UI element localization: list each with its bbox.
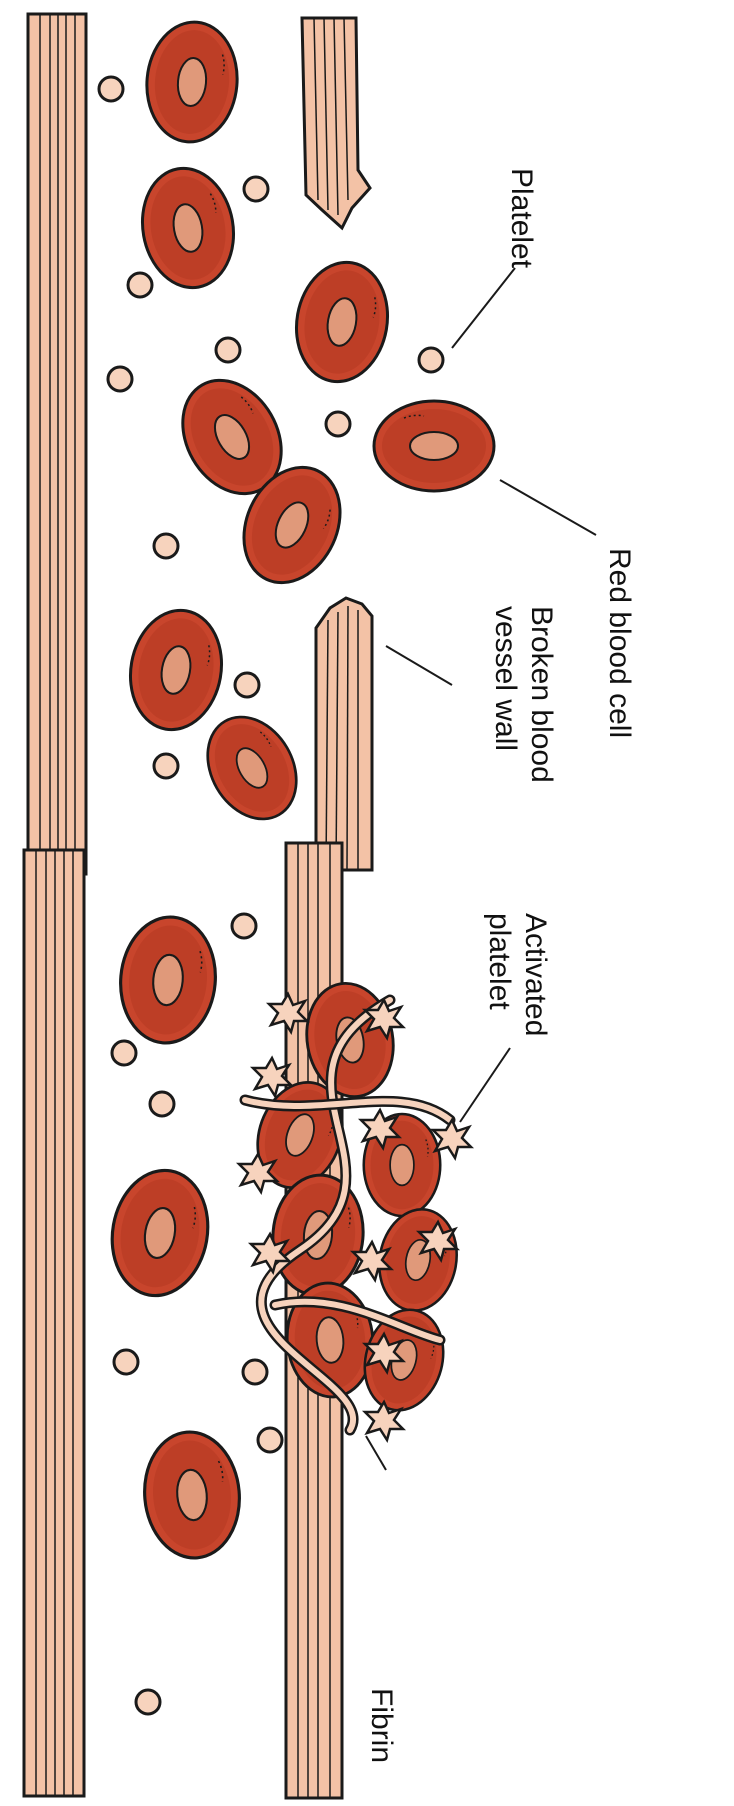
bottom-panel: Activated platelet Fibrin xyxy=(24,843,552,1798)
blood-clot xyxy=(239,976,471,1440)
red-blood-cell xyxy=(374,401,494,491)
leader-line-platelet xyxy=(452,268,515,348)
clot-red-blood-cell xyxy=(371,1203,464,1317)
label-platelet: Platelet xyxy=(505,168,538,269)
platelet xyxy=(150,1092,174,1116)
platelet xyxy=(154,534,178,558)
platelet xyxy=(112,1041,136,1065)
label-broken-wall-line1: Broken blood xyxy=(525,606,558,783)
label-fibrin: Fibrin xyxy=(365,1688,398,1763)
red-blood-cell xyxy=(121,603,230,737)
platelet xyxy=(136,1690,160,1714)
red-blood-cell xyxy=(133,161,242,295)
platelet xyxy=(154,754,178,778)
red-blood-cell xyxy=(287,255,396,389)
platelet xyxy=(99,77,123,101)
label-red-blood-cell: Red blood cell xyxy=(603,548,636,738)
platelet xyxy=(243,1360,267,1384)
leader-line-activated-platelet xyxy=(460,1048,510,1122)
vessel-wall-left-top xyxy=(28,14,86,874)
platelet xyxy=(235,673,259,697)
platelet xyxy=(114,1350,138,1374)
platelet xyxy=(419,348,443,372)
red-blood-cell xyxy=(139,1428,244,1562)
leader-line-fibrin xyxy=(366,1436,386,1470)
leader-line-broken-wall xyxy=(386,646,452,685)
vessel-wall-fragment-upper xyxy=(302,18,370,228)
platelet xyxy=(108,367,132,391)
red-blood-cell xyxy=(142,18,242,145)
platelet xyxy=(216,338,240,362)
platelet xyxy=(128,273,152,297)
red-blood-cell xyxy=(190,701,314,835)
vessel-wall-left-bottom xyxy=(24,850,84,1796)
label-activated-platelet-line1: Activated xyxy=(519,913,552,1036)
leader-line-red-blood-cell xyxy=(500,480,596,535)
label-activated-platelet-line2: platelet xyxy=(483,913,516,1010)
platelet xyxy=(258,1428,282,1452)
red-blood-cell xyxy=(115,913,220,1047)
red-blood-cell xyxy=(103,1163,218,1303)
platelet xyxy=(244,177,268,201)
platelet xyxy=(326,412,350,436)
vessel-wall-fragment-lower xyxy=(316,598,372,870)
top-panel: Platelet Red blood cell Broken blood ves… xyxy=(28,14,636,874)
platelet xyxy=(232,914,256,938)
label-broken-wall-line2: vessel wall xyxy=(489,606,522,751)
